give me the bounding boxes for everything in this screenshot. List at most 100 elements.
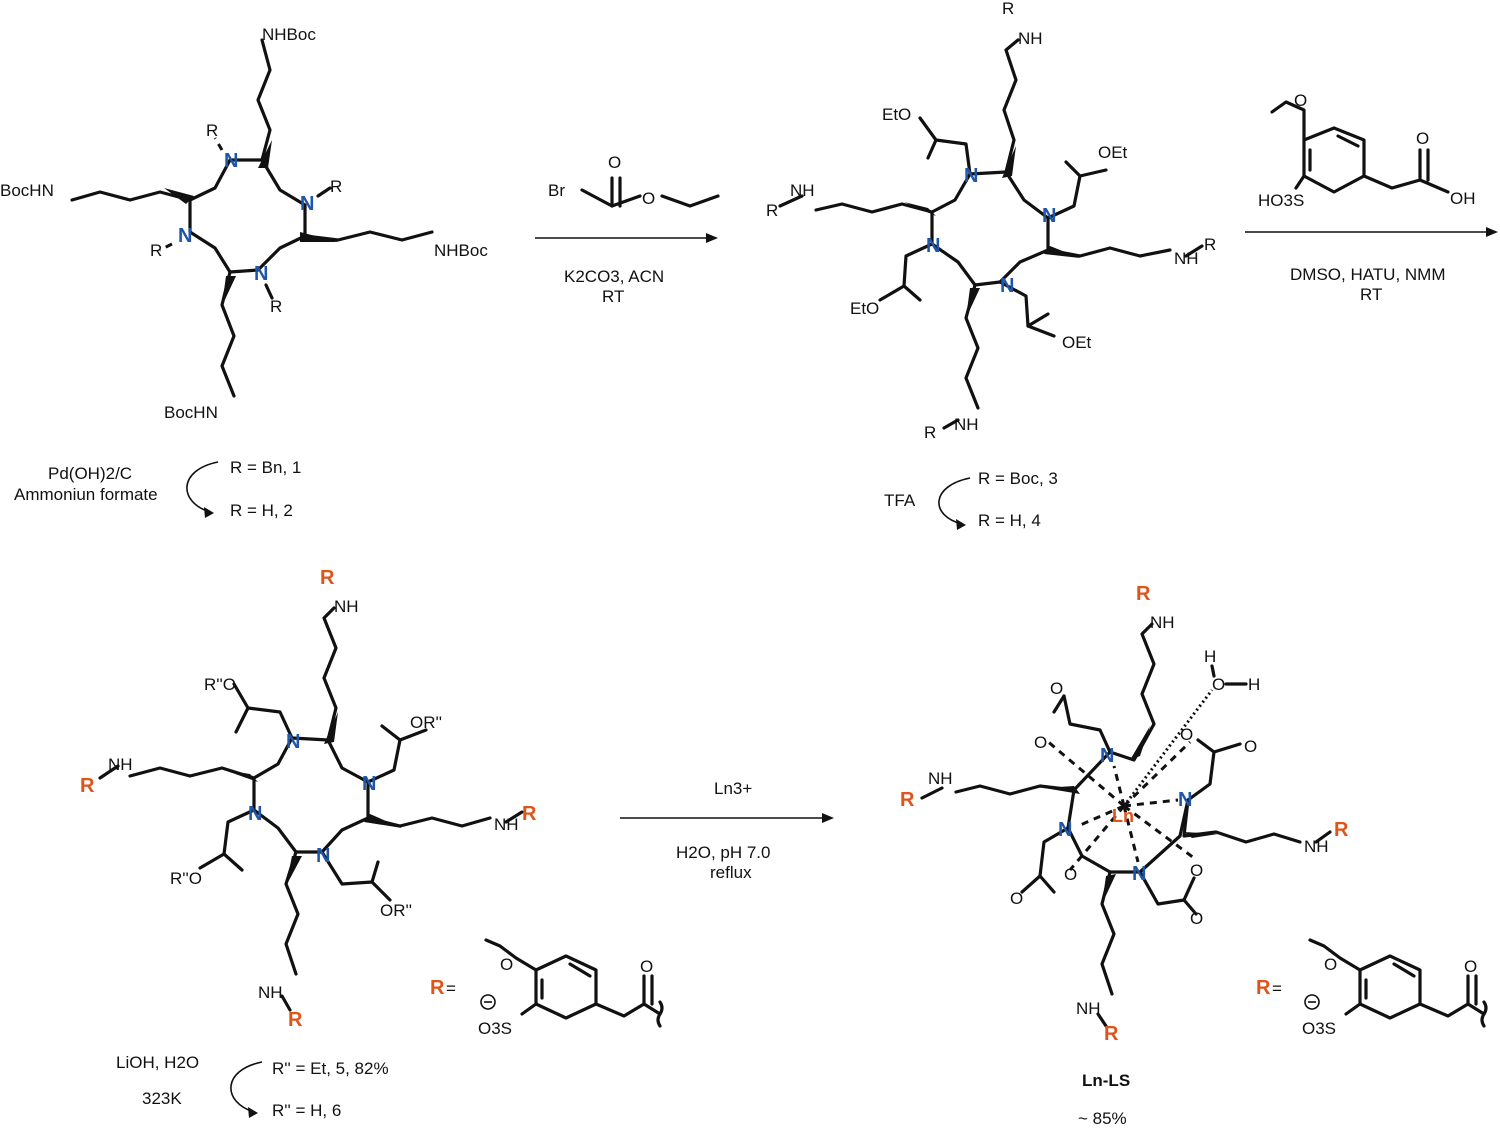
- r-group-structure-left: [484, 938, 664, 1028]
- ln-ls-complex-structure: [920, 622, 1332, 1028]
- compound-5-ester-bottom-right: OR'': [380, 901, 412, 920]
- curved-arrow-5-6: [230, 1061, 263, 1113]
- compound-3-4-structure: [778, 38, 1204, 430]
- compound-3-nh-bottom: NH: [954, 415, 979, 434]
- r-group-methoxy-oxygen-right: O: [1324, 955, 1337, 974]
- reagent-pd-oh-2-c: Pd(OH)2/C: [48, 464, 132, 483]
- compound-5-r-left: R: [80, 775, 95, 797]
- compound-3-r-left: R: [766, 201, 778, 220]
- product-name: Ln-LS: [1082, 1071, 1130, 1090]
- carboxylate-oxygen: O: [1034, 733, 1047, 752]
- compound-5-n-atom: N: [248, 803, 262, 825]
- hydroxyl-label: OH: [1450, 189, 1476, 208]
- compound-1-n-atom: N: [178, 225, 192, 247]
- compound-1-bochn-left: BocHN: [0, 181, 54, 200]
- complex-nh-top: NH: [1150, 613, 1175, 632]
- compound-5-ester-bottom-left: R''O: [170, 869, 202, 888]
- step-1-reagents: K2CO3, ACN: [564, 267, 664, 286]
- reagent-lioh: LiOH, H2O: [116, 1053, 199, 1072]
- compound-5-n-atom: N: [286, 731, 300, 753]
- carboxylate-oxygen: O: [1050, 679, 1063, 698]
- compound-3-nh-right: NH: [1174, 249, 1199, 268]
- compound-1-nhboc-top: NHBoc: [262, 25, 316, 44]
- complex-nh-left: NH: [928, 769, 953, 788]
- compound-1-bochn-bottom: BocHN: [164, 403, 218, 422]
- complex-r-bottom: R: [1104, 1023, 1119, 1045]
- step-3-conditions: H2O, pH 7.0: [676, 843, 771, 862]
- compound-1-r-label: R: [270, 297, 282, 316]
- methoxy-oxygen: O: [1294, 91, 1307, 110]
- compound-3-r-top: R: [1002, 0, 1014, 18]
- complex-n-atom: N: [1132, 863, 1146, 885]
- compound-1-n-atom: N: [254, 263, 268, 285]
- sulfonate-charge-left: [480, 994, 496, 1010]
- sulfonic-acid-label: HO3S: [1258, 191, 1304, 210]
- carboxylate-oxygen: O: [1010, 889, 1023, 908]
- compound-3-n-atom: N: [1042, 205, 1056, 227]
- compound-5-n-atom: N: [316, 845, 330, 867]
- r-group-equals-right: =: [1272, 979, 1282, 998]
- r-group-carbonyl-oxygen-right: O: [1464, 957, 1477, 976]
- r-group-label-left: R: [430, 977, 445, 999]
- compound-5-r-right: R: [522, 803, 537, 825]
- compound-5-6-structure: [98, 606, 524, 1012]
- compound-3-ester-etO: EtO: [882, 105, 911, 124]
- compound-3-n-atom: N: [964, 165, 978, 187]
- complex-r-left: R: [900, 789, 915, 811]
- compound-3-nh-top: NH: [1018, 29, 1043, 48]
- reagent-temperature-323k: 323K: [142, 1089, 182, 1108]
- compound-2-label: R = H, 2: [230, 501, 293, 520]
- ester-oxygen-label: O: [642, 189, 655, 208]
- compound-4-label: R = H, 4: [978, 511, 1041, 530]
- complex-nh-right: NH: [1304, 837, 1329, 856]
- compound-1-2-structure: [70, 38, 434, 398]
- carbonyl-oxygen-acid: O: [1416, 129, 1429, 148]
- compound-3-r-right: R: [1204, 235, 1216, 254]
- reagent-ammonium-formate: Ammoniun formate: [14, 485, 158, 504]
- compound-1-r-label: R: [206, 121, 218, 140]
- step-3-temperature: reflux: [710, 863, 752, 882]
- compound-5-n-atom: N: [362, 773, 376, 795]
- step-2-temperature: RT: [1360, 285, 1382, 304]
- compound-5-ester-top-right: OR'': [410, 713, 442, 732]
- complex-n-atom: N: [1100, 745, 1114, 767]
- curved-arrow-3-4: [938, 477, 971, 525]
- r-group-structure-right: [1308, 938, 1488, 1028]
- curved-arrow-1-2: [186, 461, 219, 513]
- sulfonate-charge-right: [1304, 994, 1320, 1010]
- compound-3-n-atom: N: [1000, 275, 1014, 297]
- step-3-metal: Ln3+: [714, 779, 752, 798]
- compound-5-r-top: R: [320, 567, 335, 589]
- compound-5-nh-right: NH: [494, 815, 519, 834]
- water-h-right: H: [1248, 675, 1260, 694]
- step-1-temperature: RT: [602, 287, 624, 306]
- r-group-equals-left: =: [446, 979, 456, 998]
- compound-5-label: R'' = Et, 5, 82%: [272, 1059, 389, 1078]
- compound-3-n-atom: N: [926, 235, 940, 257]
- sulfonated-acid-structure: [1270, 100, 1450, 194]
- step-2-reagents: DMSO, HATU, NMM: [1290, 265, 1446, 284]
- r-group-methoxy-oxygen-left: O: [500, 955, 513, 974]
- compound-1-r-label: R: [150, 241, 162, 260]
- carboxylate-oxygen: O: [1244, 737, 1257, 756]
- r-group-label-right: R: [1256, 977, 1271, 999]
- compound-1-r-label: R: [330, 177, 342, 196]
- water-h-top: H: [1204, 647, 1216, 666]
- complex-n-atom: N: [1058, 819, 1072, 841]
- lanthanide-center: Ln: [1112, 806, 1134, 826]
- compound-5-r-bottom: R: [288, 1009, 303, 1031]
- carboxylate-oxygen: O: [1064, 865, 1077, 884]
- carbonyl-oxygen-label: O: [608, 153, 621, 172]
- compound-1-nhboc-right: NHBoc: [434, 241, 488, 260]
- complex-n-atom: N: [1178, 789, 1192, 811]
- compound-5-ester-top-left: R''O: [204, 675, 236, 694]
- compound-3-ester-oet-top: OEt: [1098, 143, 1128, 162]
- water-oxygen: O: [1212, 675, 1225, 694]
- compound-1-n-atom: N: [300, 193, 314, 215]
- compound-3-label: R = Boc, 3: [978, 469, 1058, 488]
- compound-3-r-bottom: R: [924, 423, 936, 442]
- compound-5-nh-left: NH: [108, 755, 133, 774]
- product-yield: ~ 85%: [1078, 1109, 1127, 1128]
- complex-nh-bottom: NH: [1076, 999, 1101, 1018]
